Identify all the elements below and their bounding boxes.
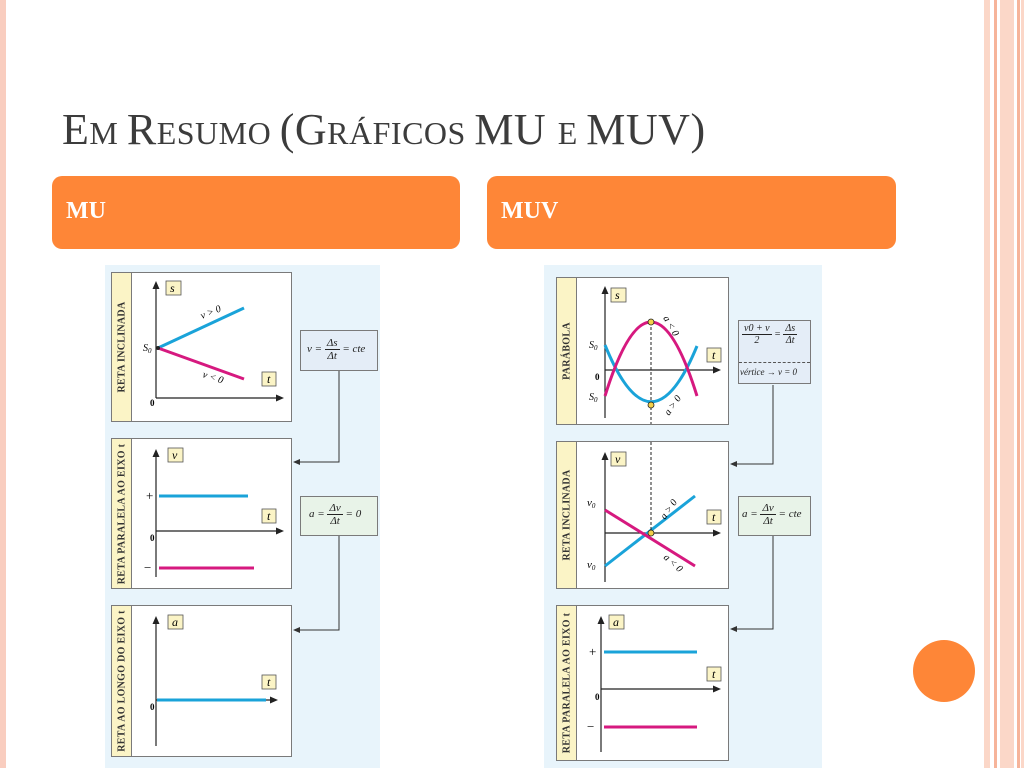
mu-graph-position-plot: s t S0 0 v > 0 v < 0 [143, 280, 284, 408]
mu-graph-velocity: v t + − 0 [131, 438, 292, 589]
svg-text:a < 0: a < 0 [661, 552, 685, 575]
muv-g1-side-label: PARÁBOLA [556, 277, 577, 425]
slide-title: EM RESUMO (GRÁFICOS MU E MUV) [62, 105, 706, 154]
svg-text:−: − [144, 560, 151, 575]
svg-text:S0: S0 [143, 343, 152, 355]
mu-graph-velocity-plot: v t + − 0 [144, 447, 284, 577]
mu-graph-position: s t S0 0 v > 0 v < 0 [131, 272, 292, 422]
svg-text:−: − [587, 719, 594, 734]
mu-g1-side-label: RETA INCLINADA [111, 272, 132, 422]
decorative-stripes [984, 0, 1024, 768]
svg-text:a: a [172, 615, 178, 629]
svg-text:a: a [613, 615, 619, 629]
svg-text:s: s [615, 288, 620, 302]
svg-text:0: 0 [150, 398, 155, 408]
svg-text:t: t [267, 509, 271, 523]
mu-g3-side-label: RETA AO LONGO DO EIXO t [111, 605, 132, 757]
svg-text:0: 0 [595, 372, 600, 382]
mu-g2-side-label: RETA PARALELA AO EIXO t [111, 438, 132, 589]
svg-text:+: + [589, 644, 596, 659]
mu-graph-acceleration: a t 0 [131, 605, 292, 757]
svg-text:v: v [615, 452, 621, 466]
svg-text:t: t [712, 667, 716, 681]
muv-graph-position-plot: s t S0 S0 0 a < 0 a > 0 [589, 286, 722, 424]
muv-graph-acceleration-plot: a t + − 0 [587, 614, 722, 752]
muv-graph-acceleration: a t + − 0 [576, 605, 729, 761]
mu-graph-acceleration-plot: a t 0 [150, 614, 278, 746]
muv-g2-side-label: RETA INCLINADA [556, 441, 577, 589]
muv-graph-velocity: v t v0 v0 a > 0 a < 0 [576, 441, 729, 589]
svg-text:0: 0 [150, 702, 155, 712]
decorative-orange-circle [913, 640, 975, 702]
muv-connectors [730, 385, 774, 632]
svg-text:S0: S0 [589, 392, 598, 404]
svg-text:t: t [712, 348, 716, 362]
svg-text:s: s [170, 281, 175, 295]
svg-text:S0: S0 [589, 340, 598, 352]
svg-text:0: 0 [150, 533, 155, 543]
muv-graph-position: s t S0 S0 0 a < 0 a > 0 [576, 277, 729, 425]
muv-graph-velocity-plot: v t v0 v0 a > 0 a < 0 [587, 442, 722, 582]
svg-text:v: v [172, 448, 178, 462]
svg-text:v0: v0 [587, 497, 596, 510]
mu-header: MU [52, 176, 460, 249]
svg-text:t: t [267, 675, 271, 689]
muv-g3-side-label: RETA PARALELA AO EIXO t [556, 605, 577, 761]
mu-connectors [293, 371, 340, 633]
svg-text:v0: v0 [587, 559, 596, 572]
svg-text:t: t [712, 510, 716, 524]
svg-text:t: t [267, 372, 271, 386]
muv-header: MUV [487, 176, 896, 249]
svg-text:0: 0 [595, 692, 600, 702]
svg-text:+: + [146, 488, 153, 503]
